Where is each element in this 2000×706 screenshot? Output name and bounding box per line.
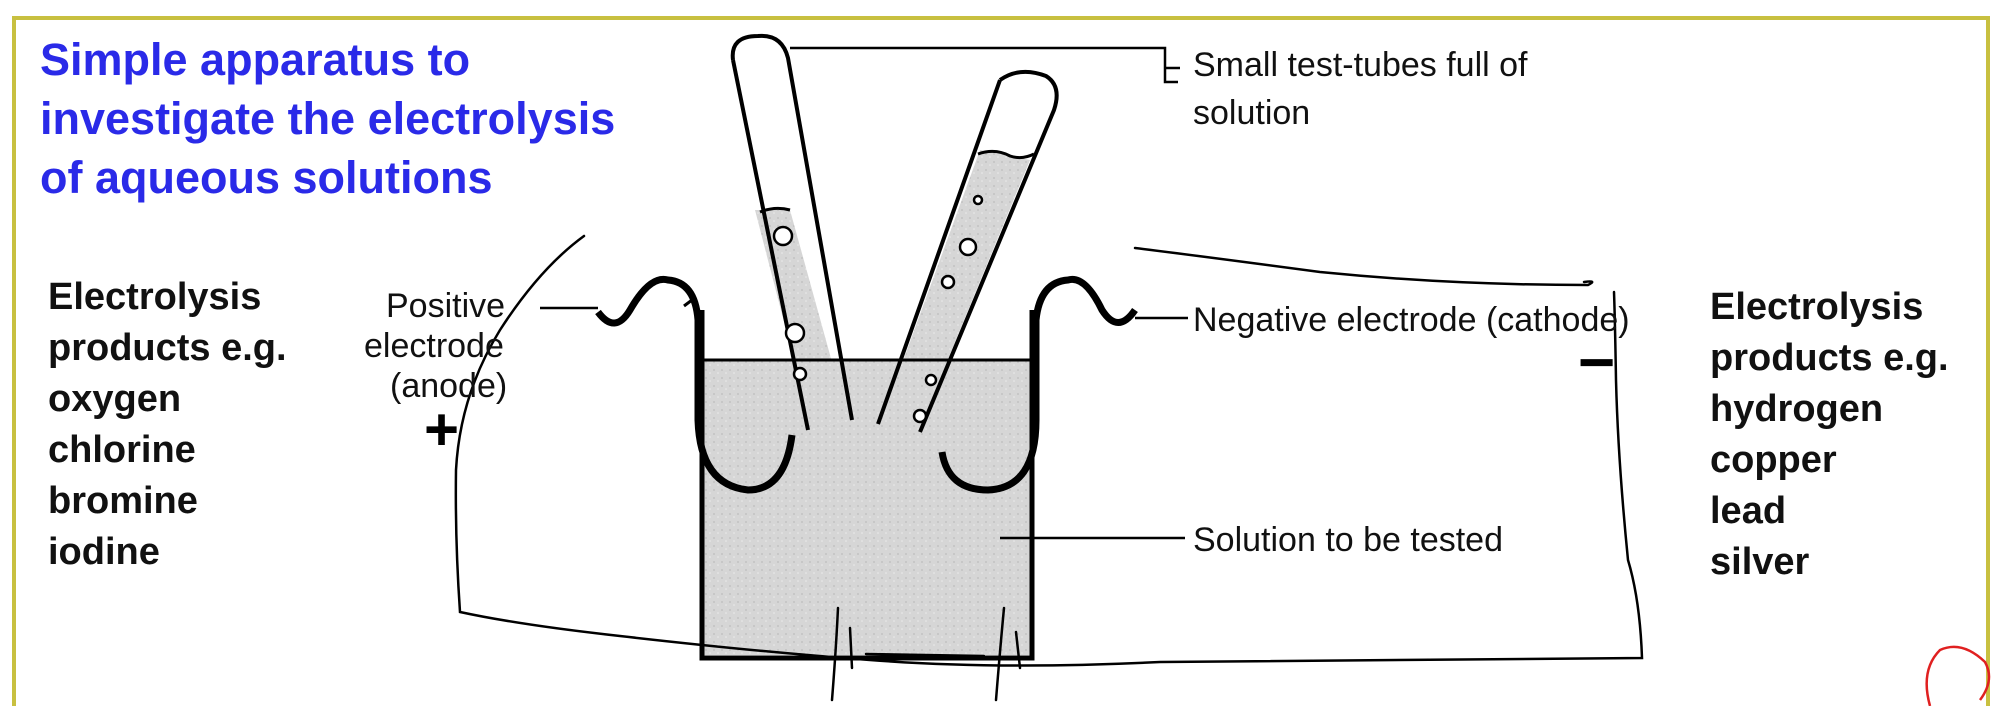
- handwritten-red-mark: [1925, 645, 1991, 706]
- negative-electrode: [938, 275, 1138, 494]
- beaker: [699, 310, 1035, 661]
- anode-product-item: oxygen: [48, 378, 182, 420]
- title-line-3: of aqueous solutions: [40, 152, 493, 203]
- positive-electrode-label-line-2: electrode: [364, 327, 504, 365]
- positive-electrode-label-line-1: Positive: [386, 287, 506, 325]
- anode-product-item: chlorine: [48, 429, 196, 471]
- diagram-title: Simple apparatus to investigate the elec…: [40, 30, 615, 207]
- title-line-2: investigate the electrolysis: [40, 93, 616, 144]
- negative-electrode-label: Negative electrode (cathode): [1193, 301, 1630, 339]
- title-line-1: Simple apparatus to: [40, 34, 471, 85]
- anode-products-heading-2: products e.g.: [48, 327, 287, 369]
- handwritten-outline: [454, 234, 1644, 702]
- test-tubes-label-line-2: solution: [1193, 94, 1311, 132]
- anode-product-item: bromine: [48, 480, 198, 522]
- cathode-product-item: hydrogen: [1710, 388, 1884, 430]
- positive-electrode-label-line-3: (anode): [390, 367, 508, 405]
- anode-products-list: Electrolysis products e.g. oxygen chlori…: [48, 272, 287, 578]
- cathode-products-list: Electrolysis products e.g. hydrogen copp…: [1710, 282, 1949, 588]
- cathode-product-item: copper: [1710, 439, 1837, 481]
- beaker-solution: [704, 360, 1030, 655]
- label-leaders: [540, 46, 1188, 540]
- cathode-product-item: lead: [1710, 490, 1787, 532]
- anode-plus-sign: +: [424, 396, 460, 463]
- cathode-minus-sign: −: [1578, 326, 1616, 398]
- solution-label: Solution to be tested: [1193, 521, 1504, 559]
- cathode-products-heading-1: Electrolysis: [1710, 286, 1924, 328]
- cathode-products-heading-2: products e.g.: [1710, 337, 1949, 379]
- anode-products-heading-1: Electrolysis: [48, 276, 262, 318]
- cathode-product-item: silver: [1710, 541, 1810, 583]
- positive-electrode: [595, 275, 796, 494]
- test-tubes-label-line-1: Small test-tubes full of: [1193, 46, 1528, 84]
- gas-bubbles: [772, 194, 984, 424]
- anode-product-item: iodine: [48, 531, 160, 573]
